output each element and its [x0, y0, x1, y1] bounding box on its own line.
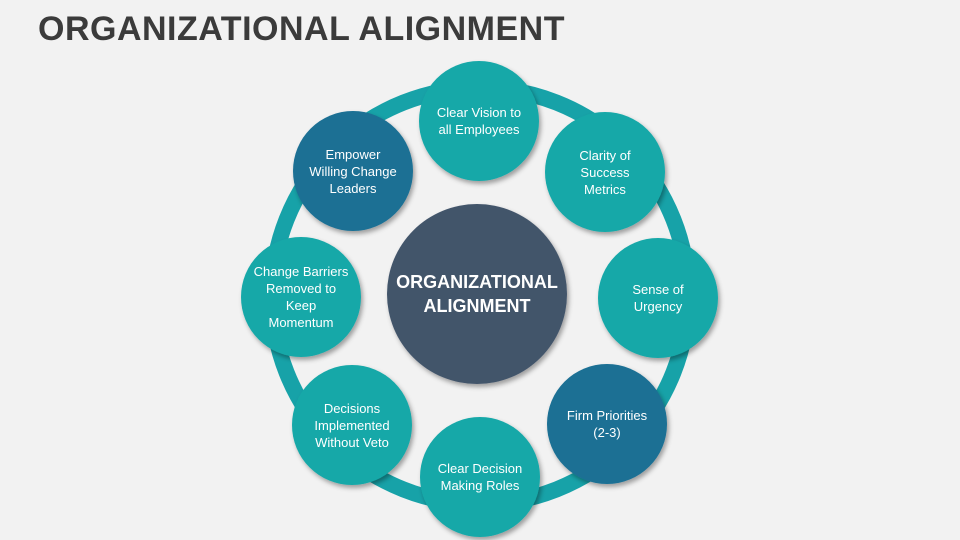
cycle-node-label: Clear Vision to all Employees: [436, 105, 522, 137]
cycle-node-circle: [545, 112, 665, 232]
cycle-node-label: Decisions Implemented Without Veto: [314, 400, 390, 450]
cycle-node-circle: [241, 237, 361, 357]
cycle-node-circle: [292, 365, 412, 485]
center-label: ORGANIZATIONAL ALIGNMENT: [396, 272, 558, 316]
cycle-node-label: Change Barriers Removed to Keep Momentum: [253, 264, 349, 330]
cycle-node-circle: [598, 238, 718, 358]
cycle-node-label: Empower Willing Change Leaders: [309, 146, 397, 196]
center-circle: [387, 204, 567, 384]
cycle-node-circle: [547, 364, 667, 484]
cycle-node-circle: [419, 61, 539, 181]
cycle-node-label: Clarity of Success Metrics: [579, 147, 631, 197]
slide-title: ORGANIZATIONAL ALIGNMENT: [38, 10, 565, 48]
cycle-node-label: Firm Priorities (2-3): [566, 408, 648, 440]
cycle-node-circle: [420, 417, 540, 537]
cycle-node-label: Sense of Urgency: [632, 282, 684, 314]
cycle-node-circle: [293, 111, 413, 231]
cycle-node-label: Clear Decision Making Roles: [437, 461, 523, 493]
